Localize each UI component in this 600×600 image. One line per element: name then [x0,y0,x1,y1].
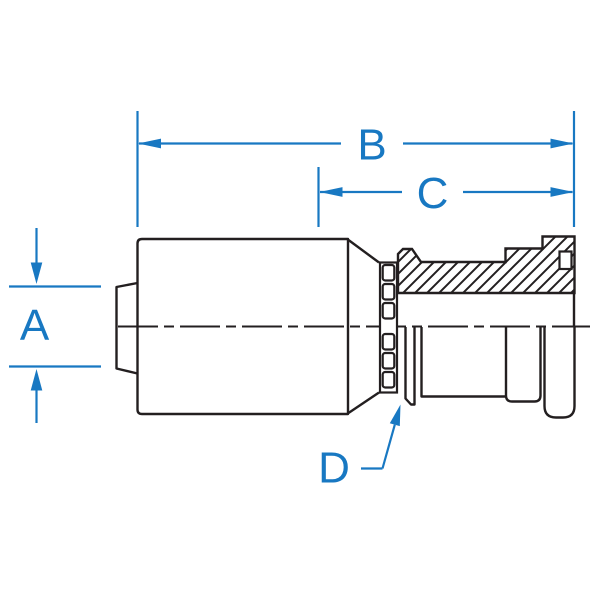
dimension-b-label: B [357,121,386,170]
dim-a-arrowhead-bottom [30,369,43,391]
serration-segment [381,351,396,370]
flange-face-notch [558,250,573,271]
dimension-a: A [9,228,101,423]
leader-d-arrowhead [389,404,401,427]
shell-taper-top [347,239,380,264]
dim-c-arrowhead-right [550,187,574,197]
ring-outline [504,327,542,403]
flange-lip-outline [543,327,576,419]
serration-segment [381,282,396,301]
neck-outline [420,327,506,398]
dimension-a-label: A [20,301,50,350]
serration-segment [381,332,396,351]
dimension-c-label: C [417,169,449,218]
fitting-body [115,235,576,419]
dimension-b: B [136,111,576,227]
dim-c-arrowhead-left [319,187,343,197]
dimension-d-label: D [318,444,350,493]
leader-d: D [318,404,401,493]
serration-segment [381,263,396,282]
hose-bead-outline [115,281,138,375]
dim-b-arrowhead-left [138,138,161,149]
flange-section-hatched [396,235,576,295]
serration-segment [381,370,396,389]
dim-b-arrowhead-right [550,138,574,149]
dimension-c: C [317,167,574,227]
crimp-shell-outline [136,237,350,416]
dim-a-arrowhead-top [30,262,43,284]
shell-taper-bottom [347,391,380,414]
collar-skirt-outline [404,327,416,406]
serration-segment [381,301,396,320]
leader-d-shaft [381,424,396,469]
